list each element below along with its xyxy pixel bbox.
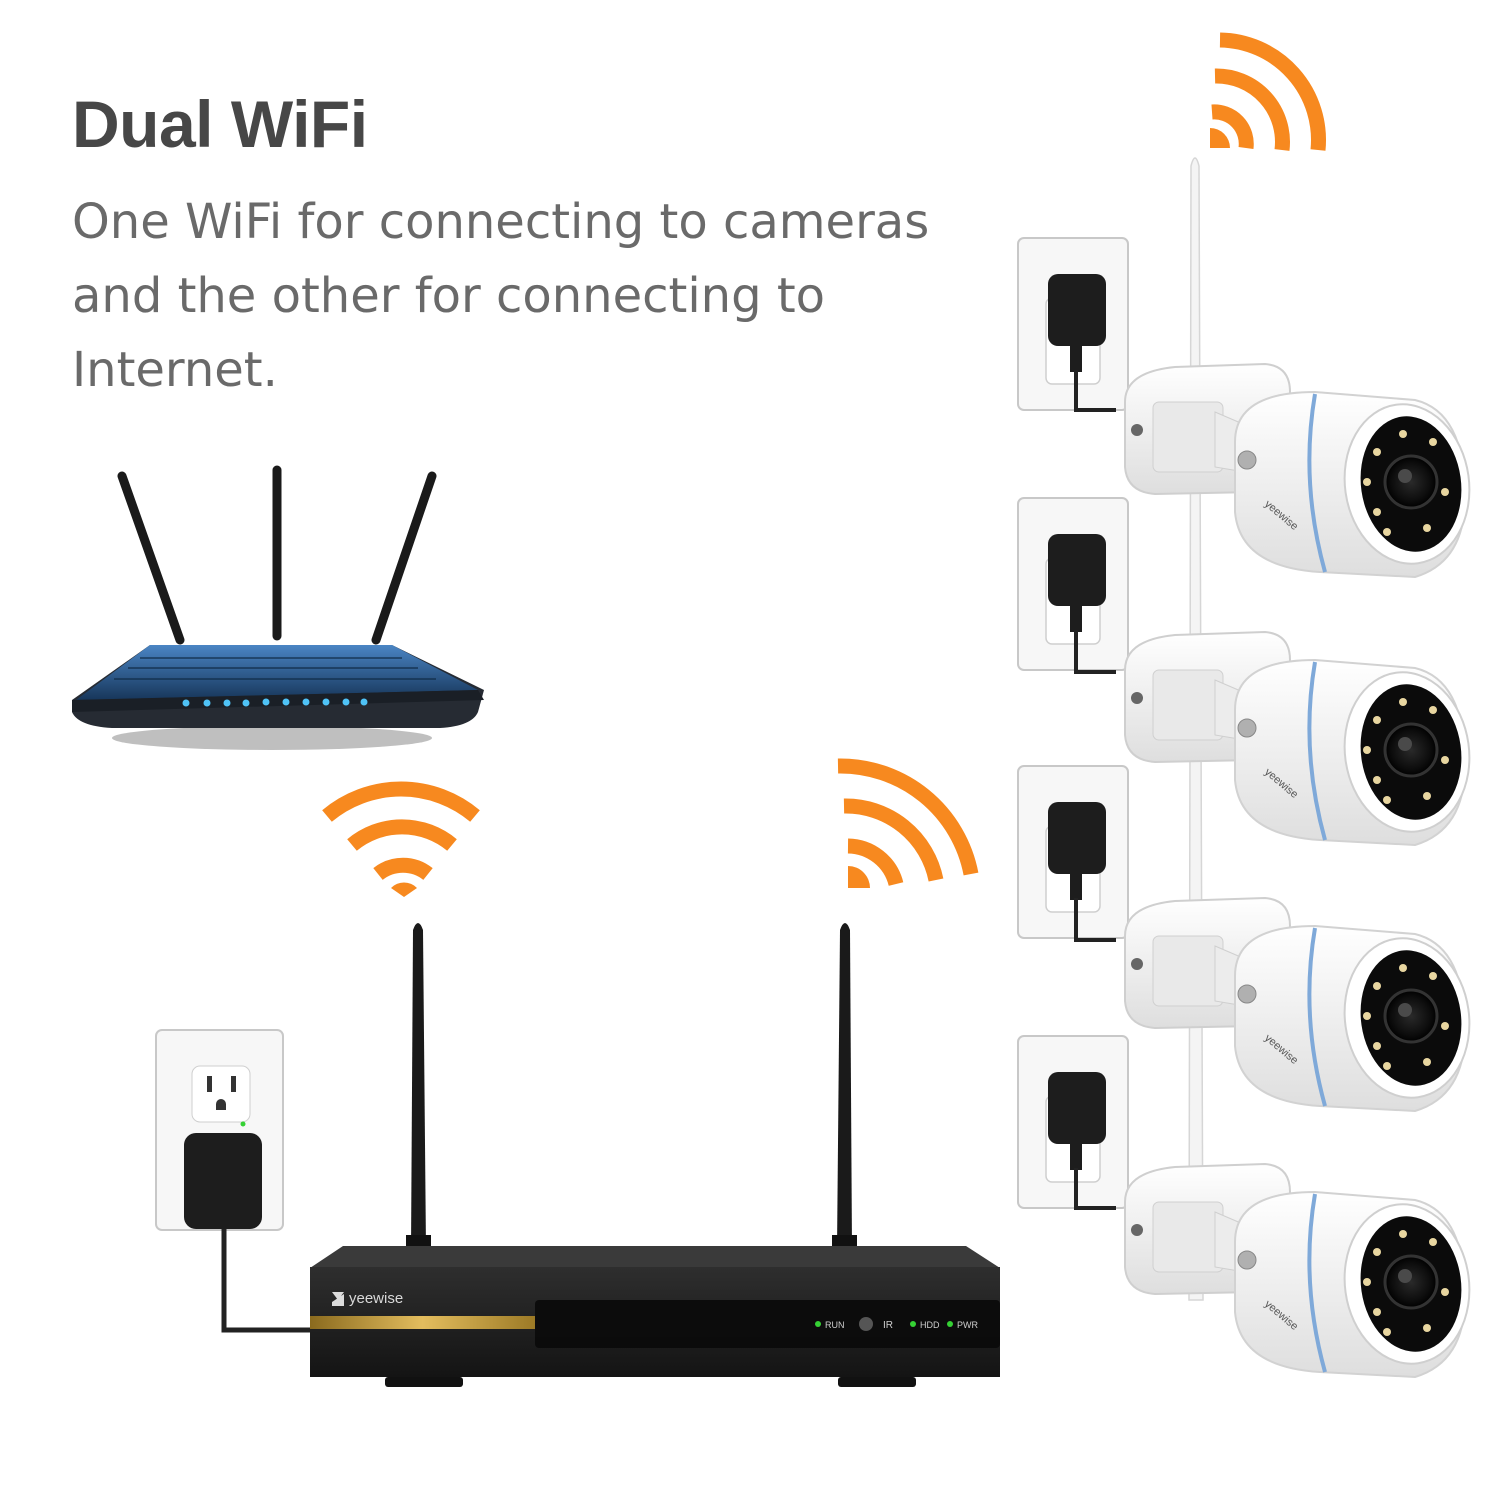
description: One WiFi for connecting to cameras and t… bbox=[72, 194, 930, 398]
security-camera: yeewise bbox=[1123, 1162, 1482, 1379]
pwr-label: PWR bbox=[957, 1320, 978, 1330]
nvr-recorder: yeewise RUN IR HDD PWR bbox=[310, 923, 1000, 1387]
nvr-antennas bbox=[406, 923, 857, 1253]
router-antennas bbox=[117, 465, 437, 645]
yeewise-logo-icon bbox=[332, 1292, 344, 1306]
wall-outlet bbox=[155, 1029, 284, 1231]
camera-outlets bbox=[1017, 237, 1129, 1209]
ir-label: IR bbox=[883, 1320, 893, 1331]
router-status-icons bbox=[182, 698, 368, 707]
security-camera: yeewise bbox=[1123, 630, 1482, 847]
wifi-signal-dot bbox=[391, 882, 417, 897]
hdd-label: HDD bbox=[920, 1320, 940, 1330]
pwr-led bbox=[947, 1321, 953, 1327]
security-camera: yeewise bbox=[1123, 896, 1482, 1113]
ir-sensor bbox=[859, 1317, 873, 1331]
wall-outlet bbox=[1017, 765, 1129, 939]
wifi-signal-icon bbox=[1211, 32, 1326, 151]
wall-outlet bbox=[1017, 497, 1129, 671]
headline: Dual WiFi bbox=[72, 87, 368, 161]
power-cable bbox=[221, 1229, 312, 1333]
security-camera: yeewise bbox=[1123, 362, 1482, 579]
run-led bbox=[815, 1321, 821, 1327]
nvr-brand: yeewise bbox=[349, 1290, 403, 1307]
camera-power-cables bbox=[1074, 370, 1116, 1210]
wifi-signal-dot bbox=[848, 866, 870, 888]
run-label: RUN bbox=[825, 1320, 845, 1330]
router bbox=[72, 465, 484, 750]
wall-outlet bbox=[1017, 237, 1129, 411]
hdd-led bbox=[910, 1321, 916, 1327]
wifi-signal-icon bbox=[837, 758, 979, 887]
wifi-signal-icon bbox=[322, 781, 480, 881]
wall-outlet bbox=[1017, 1035, 1129, 1209]
wifi-signal-dot bbox=[1210, 128, 1230, 148]
